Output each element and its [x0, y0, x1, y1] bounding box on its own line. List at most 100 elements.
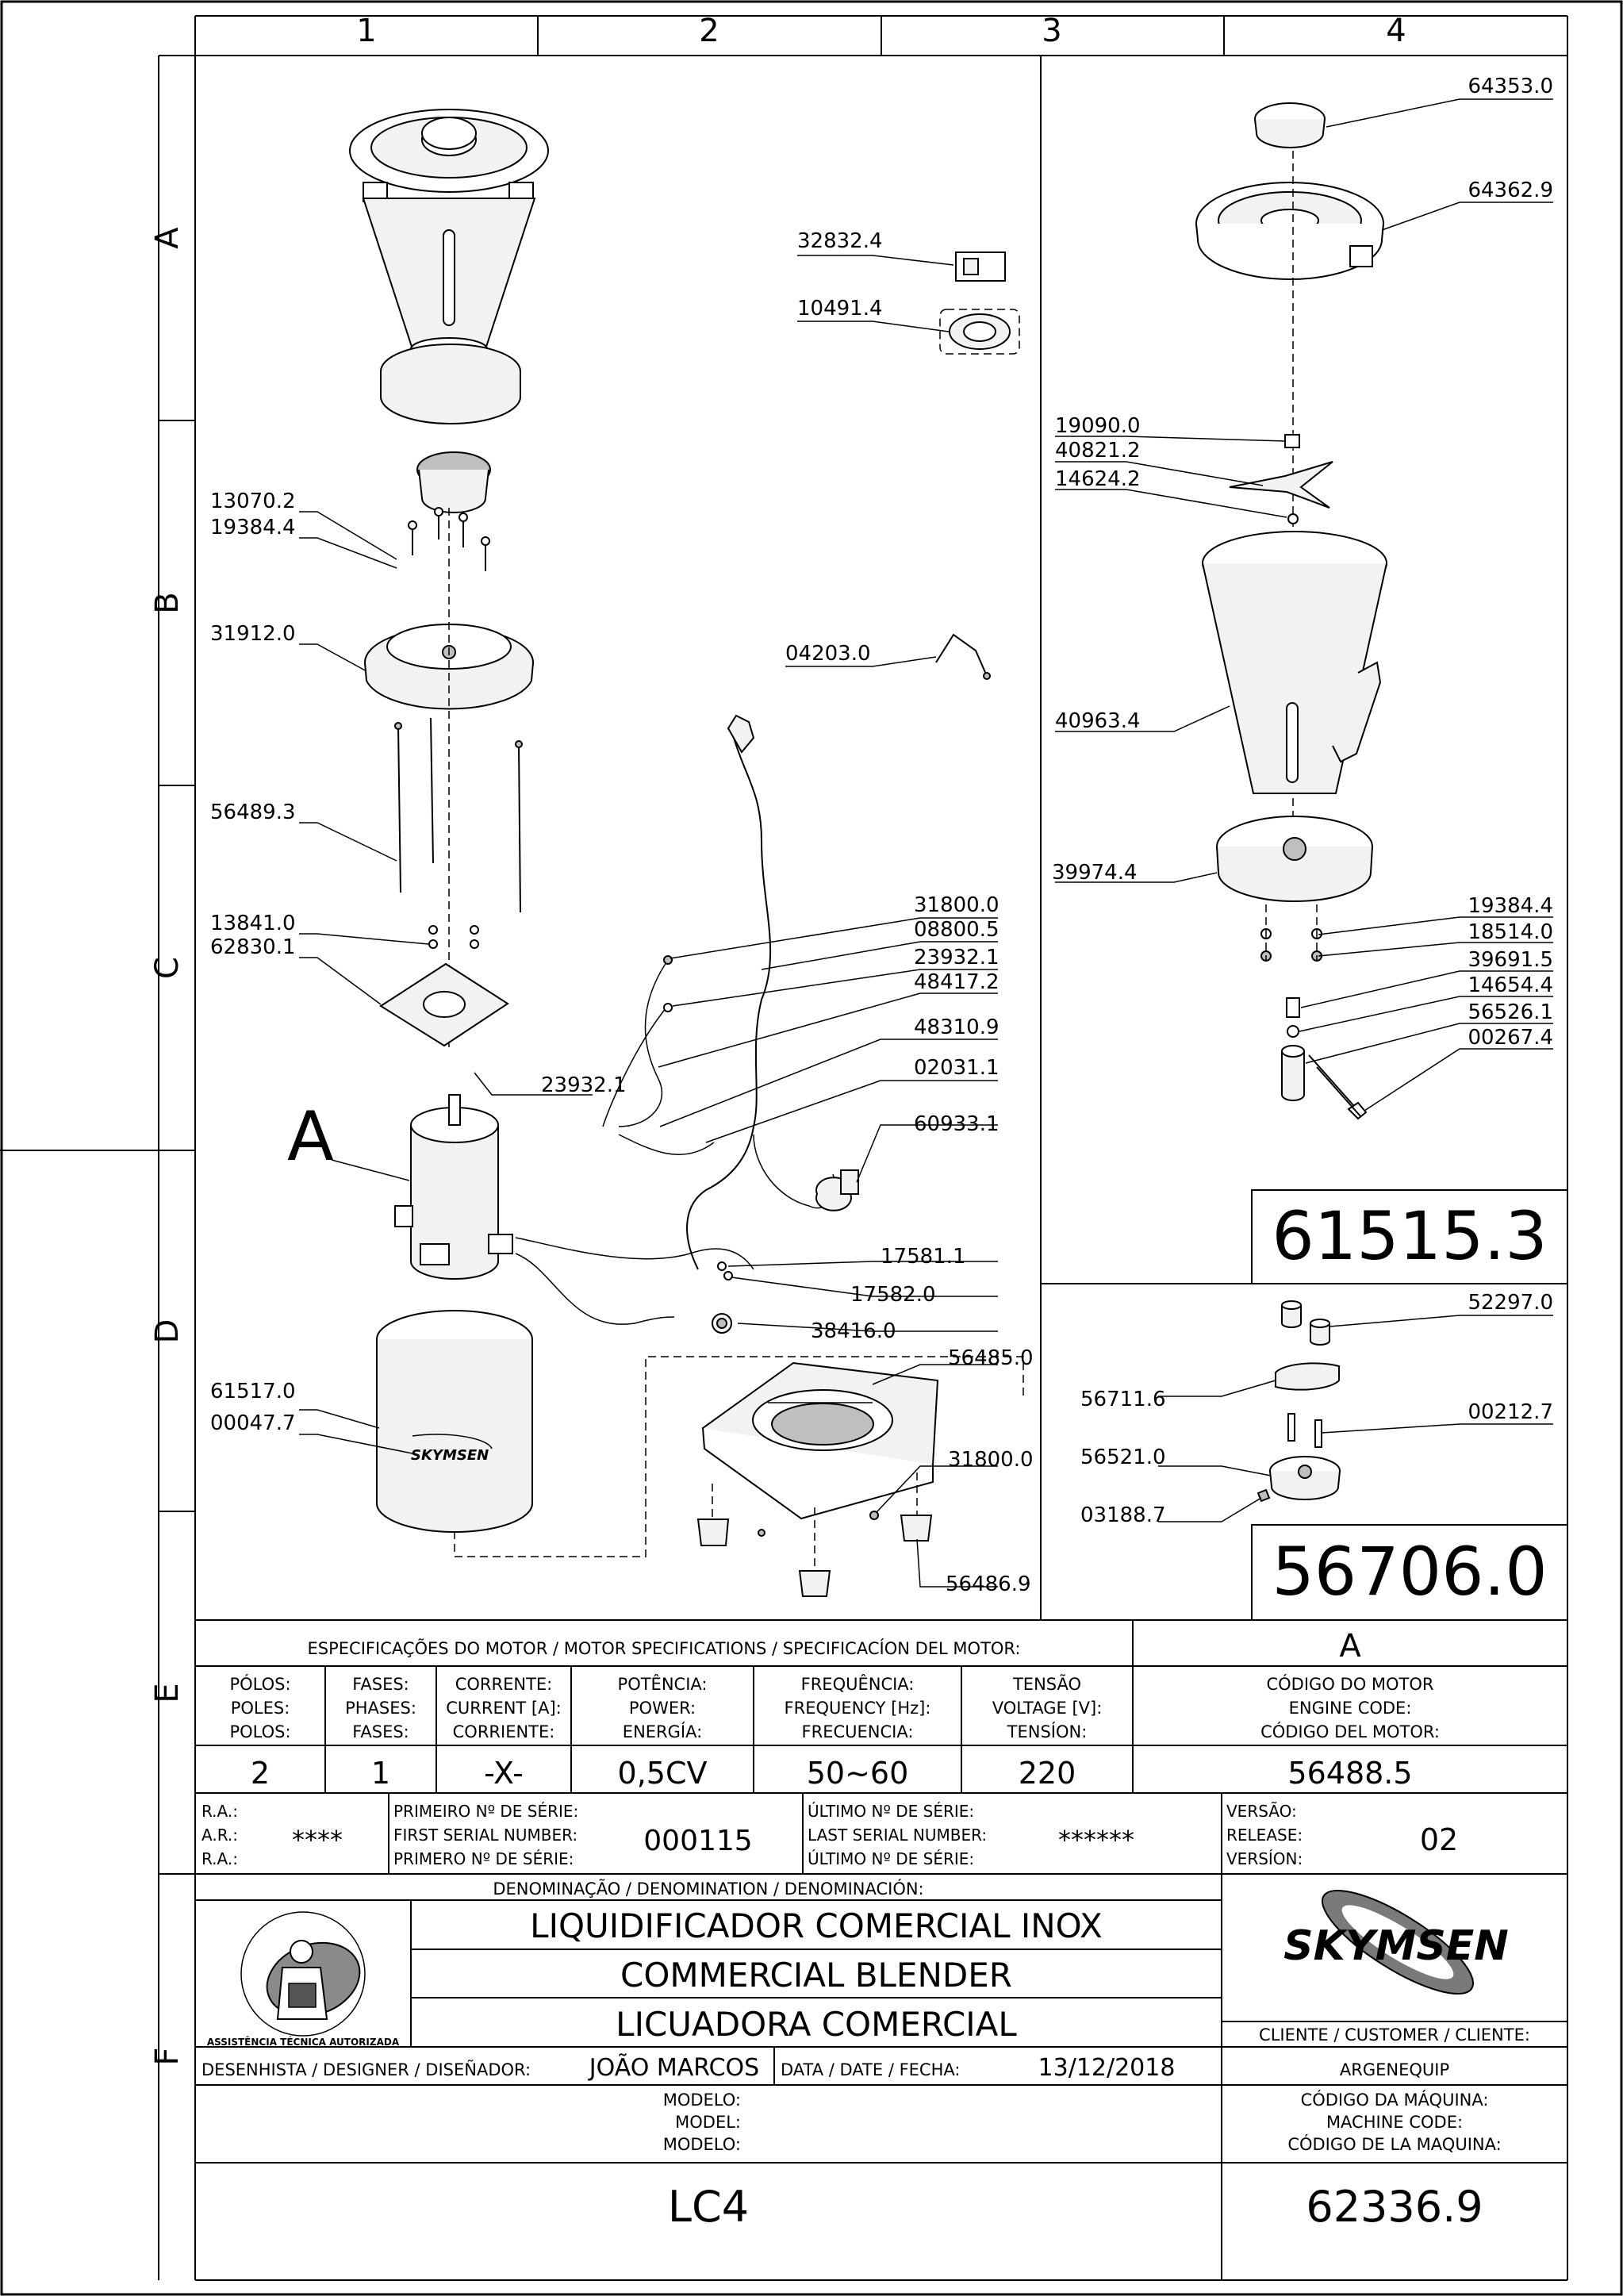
spec-voltage-value: 220 — [1019, 1756, 1076, 1791]
first-serial-label-en: FIRST SERIAL NUMBER: — [393, 1826, 577, 1845]
part-31800-0-base: 31800.0 — [948, 1448, 1034, 1472]
part-61517-0: 61517.0 — [210, 1380, 296, 1403]
version-label-pt: VERSÃO: — [1226, 1802, 1297, 1821]
ra-label-2: A.R.: — [201, 1826, 238, 1845]
version-label-en: RELEASE: — [1226, 1826, 1303, 1845]
part-14654-4: 14654.4 — [1468, 973, 1553, 997]
main-assembly-letter: A — [287, 1097, 334, 1177]
part-14624-2: 14624.2 — [1055, 467, 1141, 491]
assembly-code-61515-3: 61515.3 — [1272, 1197, 1547, 1275]
part-18514-0: 18514.0 — [1468, 920, 1553, 944]
grid-row-d: D — [149, 1319, 186, 1344]
last-serial-value: ****** — [1058, 1825, 1134, 1855]
first-serial-value: 000115 — [643, 1825, 752, 1857]
left-assembly: SKYMSEN 13070.2 19384.4 31912.0 56489.3 … — [210, 109, 1024, 1557]
designer-value: JOÃO MARCOS — [588, 2053, 759, 2082]
spec-engine-code-value: 56488.5 — [1287, 1756, 1412, 1791]
part-19384-4-jar: 19384.4 — [1468, 894, 1553, 918]
customer-label: CLIENTE / CUSTOMER / CLIENTE: — [1259, 2025, 1530, 2045]
brand-logo-text: SKYMSEN — [1283, 1922, 1509, 1970]
part-13070-2: 13070.2 — [210, 490, 296, 513]
date-value: 13/12/2018 — [1038, 2054, 1176, 2082]
last-serial-label-en: LAST SERIAL NUMBER: — [808, 1826, 987, 1845]
designer-label: DESENHISTA / DESIGNER / DISEÑADOR: — [201, 2059, 531, 2079]
part-64362-9: 64362.9 — [1468, 179, 1553, 202]
spec-poles-label-pt: PÓLOS: — [229, 1674, 290, 1694]
motor-spec-title: ESPECIFICAÇÕES DO MOTOR / MOTOR SPECIFIC… — [308, 1638, 1021, 1658]
grid-col-4: 4 — [1386, 13, 1406, 49]
spec-frequency-label-es: FRECUENCIA: — [802, 1722, 914, 1741]
part-56489-3: 56489.3 — [210, 801, 296, 824]
denomination-label: DENOMINAÇÃO / DENOMINATION / DENOMINACIÓ… — [493, 1878, 923, 1899]
skymsen-logo: SKYMSEN — [1283, 1889, 1509, 1995]
product-name-es: LICUADORA COMERCIAL — [616, 2005, 1017, 2044]
part-56526-1: 56526.1 — [1468, 1000, 1553, 1024]
spec-poles-value: 2 — [251, 1756, 270, 1791]
first-serial-label-pt: PRIMEIRO Nº DE SÉRIE: — [393, 1802, 578, 1821]
housing-logo: SKYMSEN — [411, 1447, 489, 1464]
model-label-pt: MODELO: — [663, 2091, 741, 2110]
part-39691-5: 39691.5 — [1468, 948, 1553, 972]
spec-power-label-es: ENERGÍA: — [623, 1722, 702, 1741]
grid-col-3: 3 — [1042, 13, 1061, 49]
spec-frequency-label-pt: FREQUÊNCIA: — [801, 1674, 915, 1694]
part-02031-1: 02031.1 — [914, 1056, 1000, 1080]
ra-label-3: R.A.: — [201, 1849, 238, 1868]
model-value: LC4 — [668, 2182, 749, 2232]
motor-variant: A — [1339, 1628, 1361, 1664]
spec-power-label-en: POWER: — [629, 1699, 696, 1718]
coupling-detail: 52297.0 56711.6 00212.7 56521.0 03188.7 … — [1080, 1291, 1553, 1611]
model-label-en: MODEL: — [675, 2113, 741, 2132]
authorized-service-seal: ASSISTÊNCIA TÉCNICA AUTORIZADA — [207, 1911, 400, 2048]
part-40963-4: 40963.4 — [1055, 709, 1141, 733]
spec-power-value: 0,5CV — [618, 1756, 708, 1791]
part-13841-0: 13841.0 — [210, 912, 296, 935]
part-48417-2: 48417.2 — [914, 970, 1000, 994]
part-60933-1: 60933.1 — [914, 1112, 1000, 1136]
spec-engine-code-label-es: CÓDIGO DEL MOTOR: — [1260, 1722, 1440, 1741]
spec-poles-label-es: POLOS: — [229, 1722, 290, 1741]
spec-current-value: -X- — [484, 1756, 524, 1791]
part-56486-9: 56486.9 — [946, 1572, 1031, 1596]
part-00047-7: 00047.7 — [210, 1411, 296, 1435]
model-label-es: MODELO: — [663, 2135, 741, 2154]
part-56521-0: 56521.0 — [1080, 1446, 1166, 1469]
first-serial-label-es: PRIMERO Nº DE SÉRIE: — [393, 1849, 574, 1868]
spec-voltage-label-es: TENSÍON: — [1007, 1722, 1088, 1741]
last-serial-label-pt: ÚLTIMO Nº DE SÉRIE: — [808, 1802, 974, 1821]
motor-spec-table: ESPECIFICAÇÕES DO MOTOR / MOTOR SPECIFIC… — [195, 1620, 1567, 1794]
spec-current-label-es: CORRIENTE: — [453, 1722, 555, 1741]
assembly-code-56706-0: 56706.0 — [1272, 1533, 1547, 1611]
part-32832-4: 32832.4 — [797, 229, 883, 253]
center-assembly: 32832.4 10491.4 04203.0 31800.0 08800.5 … — [515, 229, 1034, 1597]
version-label-es: VERSÍON: — [1226, 1849, 1303, 1868]
spec-frequency-label-en: FREQUENCY [Hz]: — [785, 1699, 931, 1718]
part-19090-0: 19090.0 — [1055, 414, 1141, 438]
seal-text: ASSISTÊNCIA TÉCNICA AUTORIZADA — [207, 2036, 400, 2048]
part-56711-6: 56711.6 — [1080, 1388, 1166, 1411]
part-23932-1-center: 23932.1 — [914, 946, 1000, 969]
part-03188-7: 03188.7 — [1080, 1503, 1166, 1527]
spec-phases-label-es: FASES: — [352, 1722, 409, 1741]
part-17581-1: 17581.1 — [881, 1245, 966, 1269]
last-serial-label-es: ÚLTIMO Nº DE SÉRIE: — [808, 1849, 974, 1868]
spec-current-label-en: CURRENT [A]: — [446, 1699, 562, 1718]
part-38416-0: 38416.0 — [811, 1319, 896, 1343]
spec-frequency-value: 50~60 — [807, 1756, 909, 1791]
grid-row-b: B — [149, 592, 186, 613]
part-40821-2: 40821.2 — [1055, 439, 1141, 463]
ra-label-1: R.A.: — [201, 1802, 238, 1821]
part-56485-0: 56485.0 — [948, 1346, 1034, 1370]
spec-phases-label-en: PHASES: — [345, 1699, 416, 1718]
grid-row-f: F — [149, 2047, 186, 2065]
part-52297-0: 52297.0 — [1468, 1291, 1553, 1315]
machine-code-label-es: CÓDIGO DE LA MAQUINA: — [1287, 2134, 1501, 2154]
date-label: DATA / DATE / FECHA: — [781, 2060, 960, 2079]
part-04203-0: 04203.0 — [785, 642, 871, 666]
part-10491-4: 10491.4 — [797, 297, 883, 321]
part-64353-0: 64353.0 — [1468, 75, 1553, 98]
spec-engine-code-label-pt: CÓDIGO DO MOTOR — [1266, 1674, 1433, 1694]
part-00267-4: 00267.4 — [1468, 1026, 1553, 1050]
part-08800-5: 08800.5 — [914, 918, 1000, 942]
